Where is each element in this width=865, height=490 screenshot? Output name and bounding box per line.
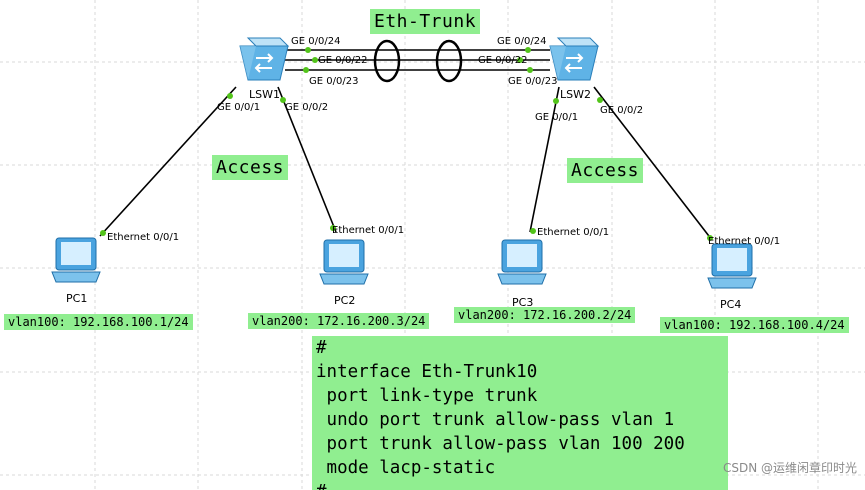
switch-lsw1-icon[interactable] xyxy=(239,37,290,81)
pc2-port-label: Ethernet 0/0/1 xyxy=(332,225,404,236)
lsw2-port-ge0-0-2: GE 0/0/2 xyxy=(600,105,643,116)
lsw2-port-ge0-0-24: GE 0/0/24 xyxy=(497,36,546,47)
trunk-bundle-ring-right xyxy=(435,39,463,83)
access-label-right: Access xyxy=(567,158,644,183)
port-dots xyxy=(100,47,713,241)
lsw2-port-ge0-0-22: GE 0/0/22 xyxy=(478,55,527,66)
config-line: # xyxy=(316,480,728,490)
lsw1-port-ge0-0-24: GE 0/0/24 xyxy=(291,36,340,47)
pc3-label: PC3 xyxy=(512,296,533,309)
access-label-left: Access xyxy=(212,155,289,180)
config-line: port link-type trunk xyxy=(316,386,538,406)
pc1-label: PC1 xyxy=(66,292,87,305)
config-line: mode lacp-static xyxy=(316,458,496,478)
pc4-vlan-label: vlan100: 192.168.100.4/24 xyxy=(660,317,849,333)
config-line: # xyxy=(316,338,327,358)
pc1-vlan-label: vlan100: 192.168.100.1/24 xyxy=(4,314,193,330)
lsw2-port-ge0-0-23: GE 0/0/23 xyxy=(508,76,557,87)
pc1-port-label: Ethernet 0/0/1 xyxy=(107,232,179,243)
lsw1-port-ge0-0-23: GE 0/0/23 xyxy=(309,76,358,87)
eth-trunk-config-block: # interface Eth-Trunk10 port link-type t… xyxy=(312,336,728,490)
link-lsw1-pc2 xyxy=(277,86,337,233)
switch-lsw2-icon[interactable] xyxy=(549,37,600,81)
links xyxy=(99,49,713,241)
pc4-label: PC4 xyxy=(720,298,741,311)
pc2-label: PC2 xyxy=(334,294,355,307)
config-line: interface Eth-Trunk10 xyxy=(316,362,538,382)
lsw2-label: LSW2 xyxy=(560,88,591,101)
link-lsw2-pc3 xyxy=(529,86,560,233)
lsw1-label: LSW1 xyxy=(249,88,280,101)
pc3-port-label: Ethernet 0/0/1 xyxy=(537,227,609,238)
pc4-port-label: Ethernet 0/0/1 xyxy=(708,236,780,247)
pc1-icon[interactable] xyxy=(51,237,101,283)
config-line: undo port trunk allow-pass vlan 1 xyxy=(316,410,675,430)
pc4-icon[interactable] xyxy=(707,243,757,289)
pc3-icon[interactable] xyxy=(497,239,547,285)
pc2-vlan-label: vlan200: 172.16.200.3/24 xyxy=(248,313,430,329)
eth-trunk-label: Eth-Trunk xyxy=(370,9,481,34)
lsw2-port-ge0-0-1: GE 0/0/1 xyxy=(535,112,578,123)
trunk-bundle-ring-left xyxy=(373,39,401,83)
watermark: CSDN @运维闲章印时光 xyxy=(722,461,857,475)
lsw1-port-ge0-0-1: GE 0/0/1 xyxy=(217,102,260,113)
link-lsw1-pc1 xyxy=(99,86,237,237)
lsw1-port-ge0-0-2: GE 0/0/2 xyxy=(285,102,328,113)
pc3-vlan-label: vlan200: 172.16.200.2/24 xyxy=(454,307,636,323)
config-line: port trunk allow-pass vlan 100 200 xyxy=(316,434,685,454)
lsw1-port-ge0-0-22: GE 0/0/22 xyxy=(318,55,367,66)
link-lsw2-pc4 xyxy=(593,86,713,241)
pc2-icon[interactable] xyxy=(319,239,369,285)
